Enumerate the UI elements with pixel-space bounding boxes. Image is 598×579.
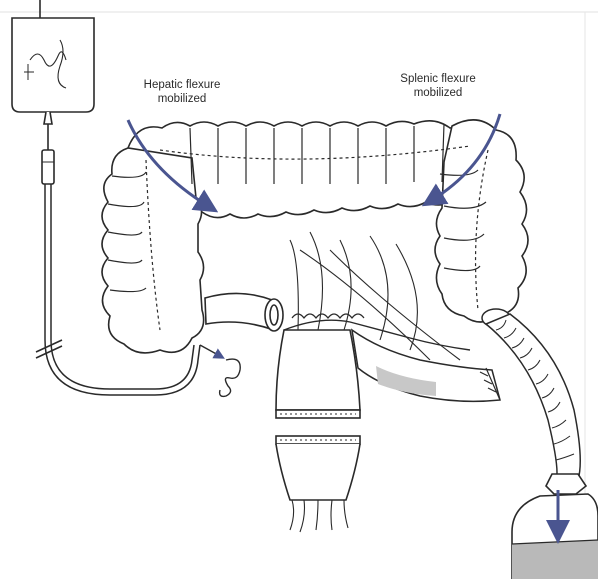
splenic-flexure-label: Splenic flexure mobilized [368,72,508,100]
rectum [276,330,360,532]
hepatic-label-line1: Hepatic flexure [112,78,252,92]
sigmoid-segment [352,330,500,401]
hepatic-flexure-label: Hepatic flexure mobilized [112,78,252,106]
colon [102,120,528,353]
irrigation-bag-icon [12,0,94,184]
appendix [200,345,240,396]
splenic-label-line1: Splenic flexure [368,72,508,86]
hepatic-label-line2: mobilized [112,92,252,106]
splenic-label-line2: mobilized [368,86,508,100]
ileum-stump [205,293,283,331]
